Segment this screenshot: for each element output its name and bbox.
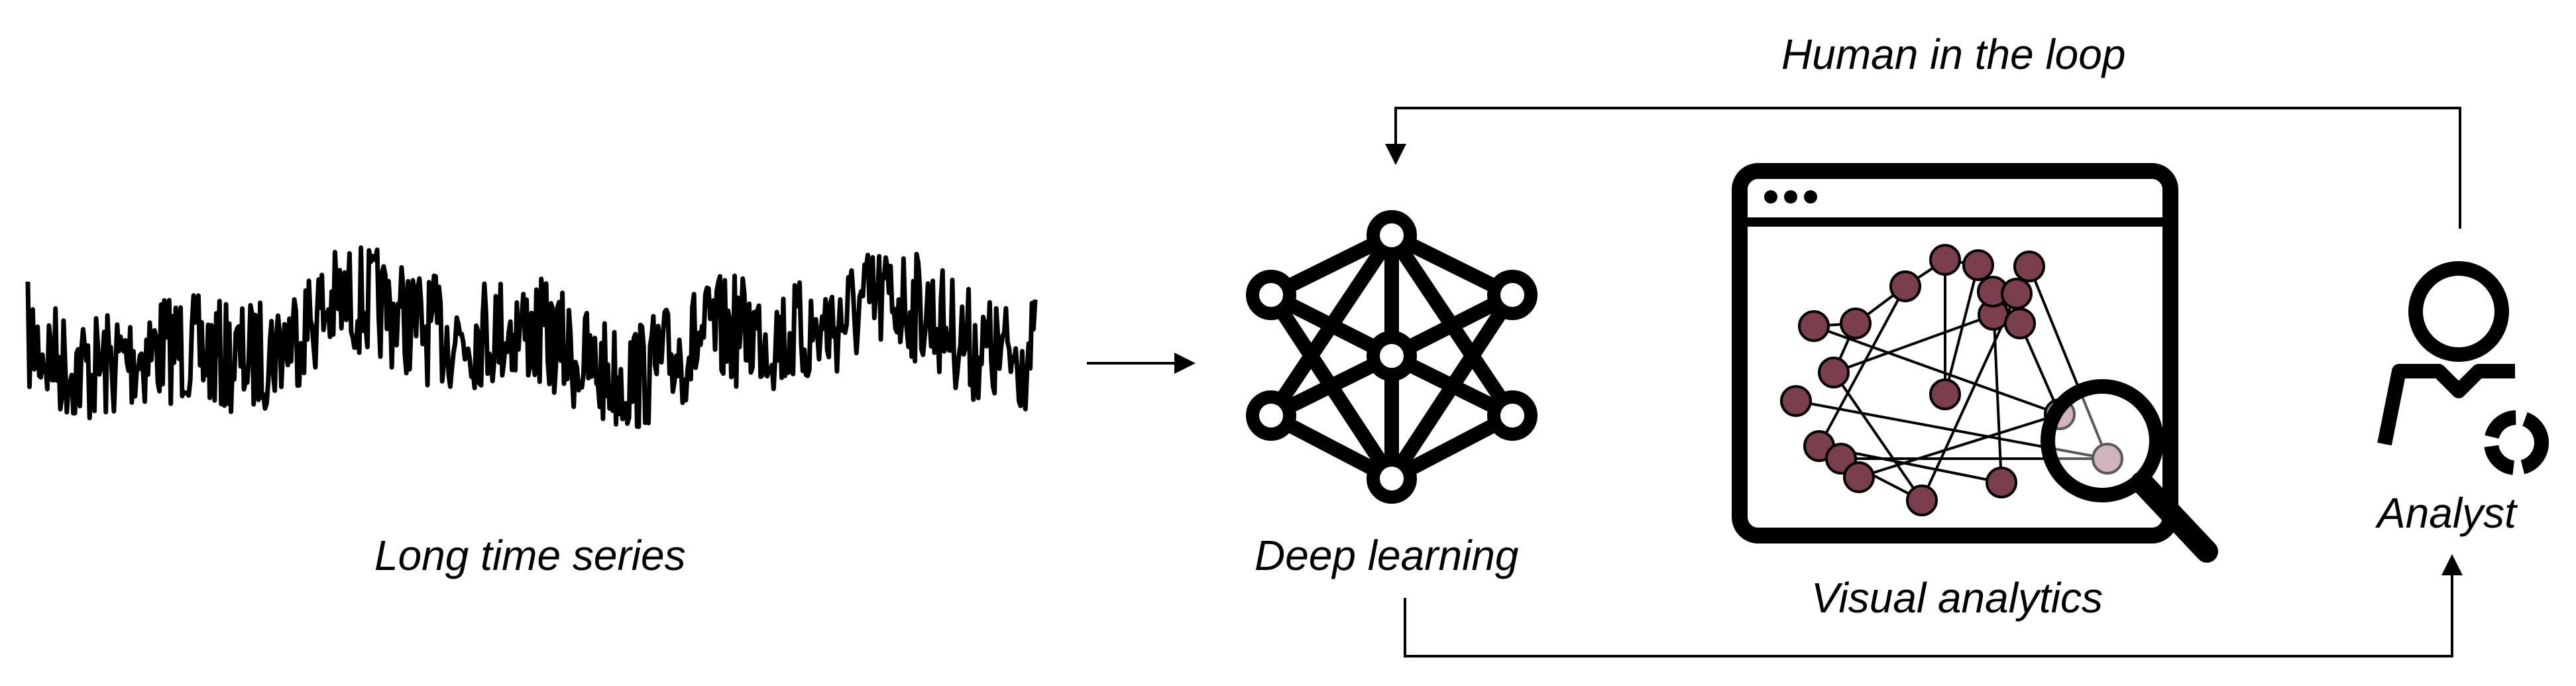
graph-node	[1889, 270, 1921, 302]
graph-edge	[1944, 264, 1980, 395]
output-arrow	[1404, 554, 2463, 657]
visual-analytics-label: Visual analytics	[1811, 574, 2103, 622]
graph-edge	[2028, 266, 2109, 459]
graph-node	[1818, 357, 1850, 388]
graph-edge	[1833, 314, 1994, 374]
graph-edge	[1858, 413, 2060, 479]
analyst-label: Analyst	[2377, 489, 2516, 537]
deep-learning-label: Deep learning	[1255, 532, 1519, 579]
human-in-loop-label: Human in the loop	[1781, 30, 2126, 78]
graph-node	[1929, 244, 1961, 276]
graph-edge	[1832, 371, 1923, 502]
graph-node	[1798, 310, 1830, 342]
time-series-label: Long time series	[374, 532, 686, 579]
graph-node	[2004, 308, 2036, 339]
graph-node	[1906, 485, 1938, 516]
user-gear-icon	[2377, 261, 2549, 475]
waveform-icon	[25, 245, 1038, 429]
graph-node	[1962, 249, 1994, 281]
neural-network-icon	[1246, 210, 1538, 504]
graph-edge	[1813, 325, 2060, 416]
graph-node	[2013, 251, 2045, 282]
graph-edge	[2019, 323, 2061, 415]
graph-edge	[1818, 286, 1907, 447]
graph-node	[1986, 467, 2017, 498]
feedback-loop-arrow	[1385, 107, 2461, 229]
graph-node	[1929, 378, 1961, 410]
graph-node	[1843, 461, 1875, 493]
graph-node	[1780, 385, 1812, 417]
graph-node	[1840, 308, 1872, 339]
graph-node	[2092, 443, 2123, 475]
graph-nodes	[1780, 244, 2123, 516]
magnifying-glass-icon	[2041, 379, 2218, 563]
graph-node	[2001, 278, 2033, 310]
